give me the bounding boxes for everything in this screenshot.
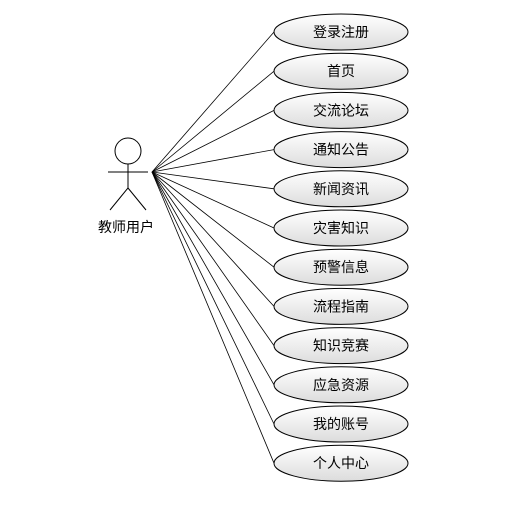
use-case-ellipse (273, 209, 409, 247)
use-case: 首页 (273, 52, 409, 90)
use-case: 应急资源 (273, 366, 409, 404)
actor-teacher-user: 教师用户 (98, 137, 154, 236)
use-case-ellipse (273, 444, 409, 482)
actor-right-leg (127, 187, 147, 211)
association-line (151, 70, 275, 173)
use-case: 预警信息 (273, 248, 409, 286)
use-case-ellipse (273, 13, 409, 51)
use-case-label: 应急资源 (313, 377, 369, 394)
use-case: 个人中心 (273, 444, 409, 482)
use-case: 我的账号 (273, 405, 409, 443)
use-case-list: 登录注册首页交流论坛通知公告新闻资讯灾害知识预警信息流程指南知识竞赛应急资源我的… (273, 13, 409, 482)
use-case-label: 知识竞赛 (313, 338, 369, 355)
association-line (151, 171, 275, 385)
association-line (151, 171, 275, 268)
association-line (151, 171, 275, 307)
actor-label: 教师用户 (98, 219, 154, 236)
association-line (151, 149, 275, 173)
association-line (151, 110, 275, 173)
use-case-ellipse (273, 91, 409, 129)
use-case-ellipse (273, 366, 409, 404)
use-case-label: 我的账号 (313, 417, 369, 433)
use-case-label: 预警信息 (313, 259, 369, 276)
association-line (151, 171, 275, 229)
actor-head (114, 137, 142, 165)
use-case-label: 灾害知识 (313, 220, 369, 237)
use-case-label: 个人中心 (313, 456, 369, 472)
association-line (151, 171, 275, 464)
use-case-label: 首页 (327, 64, 355, 80)
association-line (151, 171, 275, 346)
use-case-ellipse (273, 170, 409, 208)
use-case-ellipse (273, 287, 409, 325)
association-line (151, 171, 275, 425)
use-case: 交流论坛 (273, 91, 409, 129)
use-case: 流程指南 (273, 287, 409, 325)
use-case-ellipse (273, 131, 409, 169)
use-case-ellipse (273, 248, 409, 286)
use-case: 灾害知识 (273, 209, 409, 247)
use-case: 通知公告 (273, 131, 409, 169)
use-case-ellipse (273, 405, 409, 443)
use-case-label: 通知公告 (313, 142, 369, 159)
use-case: 登录注册 (273, 13, 409, 51)
association-line (151, 171, 275, 190)
use-case-label: 登录注册 (313, 25, 369, 41)
association-line (151, 31, 275, 173)
use-case: 新闻资讯 (273, 170, 409, 208)
use-case-ellipse (273, 52, 409, 90)
association-lines (151, 31, 275, 464)
use-case-ellipse (273, 327, 409, 365)
actor-left-leg (109, 187, 129, 211)
use-case-label: 流程指南 (313, 299, 369, 315)
use-case-label: 交流论坛 (313, 102, 369, 119)
use-case-label: 新闻资讯 (313, 182, 369, 198)
use-case: 知识竞赛 (273, 327, 409, 365)
